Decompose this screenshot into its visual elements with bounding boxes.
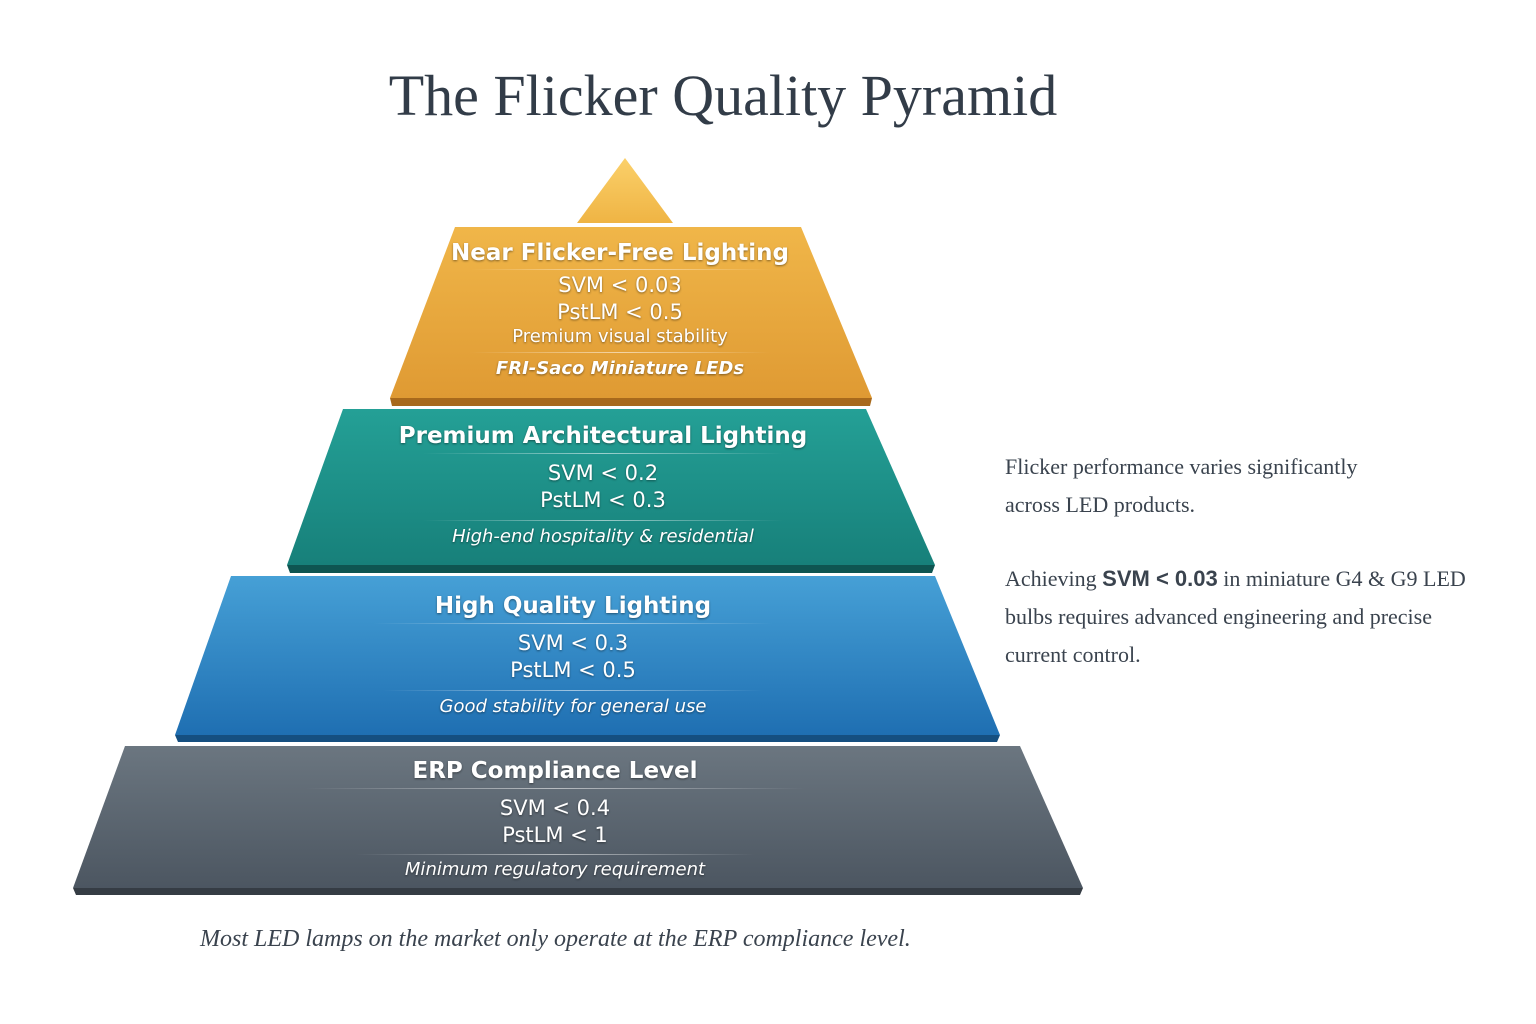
side-text: in miniature G4 & G9 LED bulbs requires …	[1005, 566, 1466, 667]
tier-3-text: High Quality Lighting SVM < 0.3 PstLM < …	[343, 593, 803, 717]
tier-4-shape	[73, 746, 1083, 888]
tier-note: FRI-Saco Miniature LEDs	[495, 358, 745, 379]
tier-pstlm: PstLM < 0.5	[510, 658, 636, 682]
tier-1-text: Near Flicker-Free Lighting SVM < 0.03 Ps…	[410, 240, 830, 379]
side-text: Achieving	[1005, 566, 1103, 591]
tier-4-edge	[73, 888, 1083, 895]
tier-1-edge	[390, 398, 872, 406]
tier-2-shape	[287, 409, 935, 565]
tier-note: Good stability for general use	[439, 696, 707, 717]
tier-svm: SVM < 0.3	[517, 631, 629, 655]
tier-4-text: ERP Compliance Level SVM < 0.4 PstLM < 1…	[295, 758, 815, 880]
side-highlight: SVM < 0.03	[1102, 566, 1218, 591]
tier-svm: SVM < 0.03	[558, 273, 682, 297]
tier-note: Minimum regulatory requirement	[404, 859, 706, 880]
page-title: The Flicker Quality Pyramid	[388, 63, 1058, 128]
tier-title: Premium Architectural Lighting	[398, 423, 808, 449]
tier-note: High-end hospitality & residential	[452, 526, 754, 547]
tier-title: High Quality Lighting	[434, 593, 712, 619]
tier-2-edge	[287, 565, 935, 573]
tier-3-edge	[175, 735, 1000, 742]
tier-2-text: Premium Architectural Lighting SVM < 0.2…	[373, 423, 833, 547]
pyramid-apex	[577, 158, 673, 223]
tier-description: Premium visual stability	[512, 326, 728, 347]
side-paragraph-2: Achieving SVM < 0.03 in miniature G4 & G…	[1005, 560, 1475, 674]
tier-title: Near Flicker-Free Lighting	[451, 240, 789, 266]
tier-svm: SVM < 0.4	[499, 796, 611, 820]
tier-pstlm: PstLM < 0.5	[557, 300, 683, 324]
tier-pstlm: PstLM < 0.3	[540, 488, 666, 512]
tier-3-shape	[175, 576, 1000, 735]
side-paragraph-1: Flicker performance varies significantly…	[1005, 454, 1358, 517]
footer-caption: Most LED lamps on the market only operat…	[200, 926, 911, 952]
tier-title: ERP Compliance Level	[412, 758, 698, 784]
tier-svm: SVM < 0.2	[547, 461, 659, 485]
tier-pstlm: PstLM < 1	[502, 823, 608, 847]
